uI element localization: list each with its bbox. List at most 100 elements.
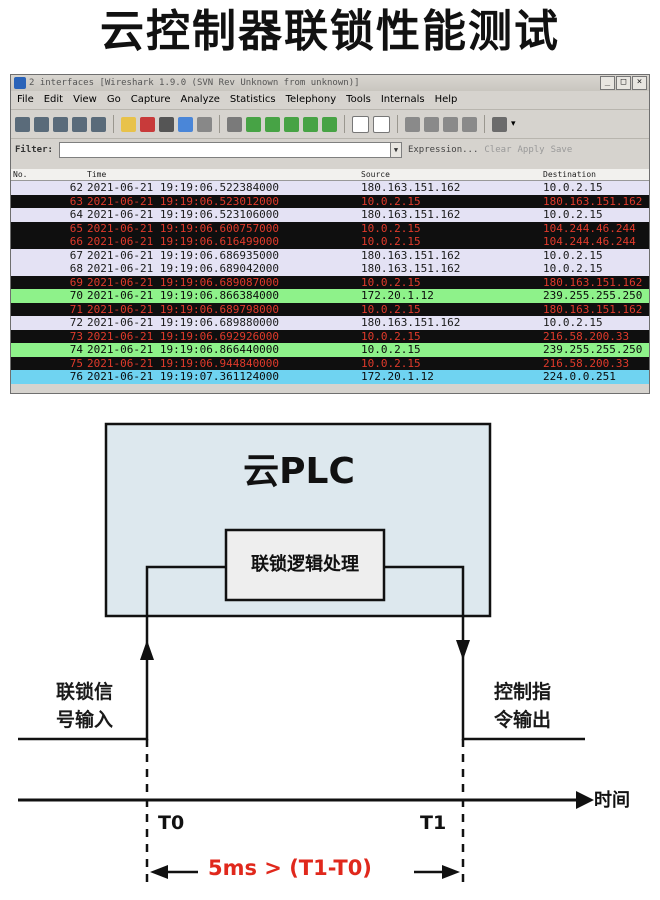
close-icon[interactable]: × (632, 76, 647, 90)
packet-number: 65 (69, 221, 83, 235)
expression-button[interactable]: Expression... (407, 145, 479, 155)
column-header-source[interactable]: Source (361, 170, 390, 179)
zoom-out-icon[interactable] (424, 116, 439, 132)
packet-time: 2021-06-21 19:19:06.689880000 (87, 316, 280, 329)
column-header-destination[interactable]: Destination (543, 170, 596, 179)
interval-right-arrow-icon (442, 865, 460, 879)
open-file-icon[interactable] (121, 116, 136, 132)
menu-statistics[interactable]: Statistics (229, 94, 276, 105)
packet-source: 10.0.2.15 (361, 275, 421, 289)
packet-time: 2021-06-21 19:19:06.866384000 (87, 289, 280, 302)
stop-capture-icon[interactable] (72, 116, 87, 132)
logic-processing-box (224, 528, 386, 602)
toolbar-more-icon[interactable]: ▾ (511, 119, 516, 129)
packet-source: 180.163.151.162 (361, 208, 461, 221)
clear-button[interactable]: Clear (484, 145, 512, 155)
interface-list-icon[interactable] (15, 116, 30, 132)
page-title: 云控制器联锁性能测试 (100, 6, 560, 57)
menu-help[interactable]: Help (434, 94, 458, 105)
packet-time: 2021-06-21 19:19:06.523106000 (87, 208, 280, 221)
save-button[interactable]: Save (550, 145, 573, 155)
wireshark-filterbar: Filter: ▼ Expression... Clear Apply Save (11, 139, 649, 161)
start-capture-icon[interactable] (53, 116, 68, 132)
t1-label: T1 (420, 812, 447, 834)
resize-columns-icon[interactable] (462, 116, 477, 132)
menu-file[interactable]: File (17, 94, 34, 105)
chevron-down-icon[interactable]: ▼ (389, 142, 402, 158)
timing-constraint-note: 5ms > (T1-T0) (208, 856, 372, 880)
input-label-line1: 联锁信 (56, 681, 114, 703)
restart-capture-icon[interactable] (91, 116, 106, 132)
packet-source: 172.20.1.12 (361, 370, 434, 383)
packet-number: 63 (69, 194, 83, 208)
go-forward-icon[interactable] (265, 116, 280, 132)
wireshark-menubar: File Edit View Go Capture Analyze Statis… (11, 91, 649, 110)
packet-time: 2021-06-21 19:19:06.522384000 (87, 181, 280, 194)
packet-time: 2021-06-21 19:19:06.616499000 (87, 235, 280, 248)
zoom-in-icon[interactable] (405, 116, 420, 132)
packet-number: 66 (69, 235, 83, 248)
packet-destination: 10.0.2.15 (543, 262, 603, 275)
toolbar-divider (484, 115, 485, 133)
save-file-icon[interactable] (140, 116, 155, 132)
go-to-packet-icon[interactable] (284, 116, 299, 132)
packet-destination: 10.0.2.15 (543, 316, 603, 329)
colorize-icon[interactable] (352, 115, 369, 133)
go-back-icon[interactable] (246, 116, 261, 132)
packet-time: 2021-06-21 19:19:06.944840000 (87, 356, 280, 370)
packet-time: 2021-06-21 19:19:06.686935000 (87, 248, 280, 262)
packet-destination: 180.163.151.162 (543, 302, 643, 316)
table-row[interactable]: 67 2021-06-21 19:19:06.686935000 180.163.1… (11, 248, 649, 262)
packet-destination: 180.163.151.162 (543, 194, 643, 208)
menu-capture[interactable]: Capture (130, 94, 171, 105)
first-packet-icon[interactable] (303, 116, 318, 132)
packet-number: 67 (69, 248, 83, 262)
normal-size-icon[interactable] (443, 116, 458, 132)
capture-options-icon[interactable] (34, 116, 49, 132)
wireshark-app-icon (14, 77, 26, 89)
close-file-icon[interactable] (159, 116, 174, 132)
packet-source: 10.0.2.15 (361, 343, 421, 356)
menu-analyze[interactable]: Analyze (180, 94, 220, 105)
column-header-no[interactable]: No. (13, 170, 28, 179)
packet-time: 2021-06-21 19:19:06.600757000 (87, 221, 280, 235)
print-icon[interactable] (197, 116, 212, 132)
autoscroll-icon[interactable] (373, 115, 390, 133)
menu-view[interactable]: View (73, 94, 97, 105)
menu-edit[interactable]: Edit (43, 94, 64, 105)
find-packet-icon[interactable] (227, 116, 242, 132)
menu-telephony[interactable]: Telephony (285, 94, 337, 105)
column-header-time[interactable]: Time (87, 170, 107, 179)
packet-source: 180.163.151.162 (361, 248, 461, 262)
maximize-icon[interactable]: □ (616, 76, 631, 90)
menu-internals[interactable]: Internals (380, 94, 425, 105)
capture-filters-icon[interactable] (492, 116, 507, 132)
packet-destination: 216.58.200.33 (543, 356, 630, 370)
menu-tools[interactable]: Tools (346, 94, 371, 105)
apply-button[interactable]: Apply (517, 145, 545, 155)
packet-time: 2021-06-21 19:19:06.523012000 (87, 194, 280, 208)
minimize-icon[interactable]: _ (600, 76, 615, 90)
reload-icon[interactable] (178, 116, 193, 132)
wireshark-window: 2 interfaces [Wireshark 1.9.0 (SVN Rev U… (10, 74, 650, 394)
menu-go[interactable]: Go (106, 94, 121, 105)
last-packet-icon[interactable] (322, 116, 337, 132)
packet-number: 69 (69, 275, 83, 289)
packet-destination: 239.255.255.250 (543, 289, 643, 302)
packet-time: 2021-06-21 19:19:07.361124000 (87, 370, 280, 383)
